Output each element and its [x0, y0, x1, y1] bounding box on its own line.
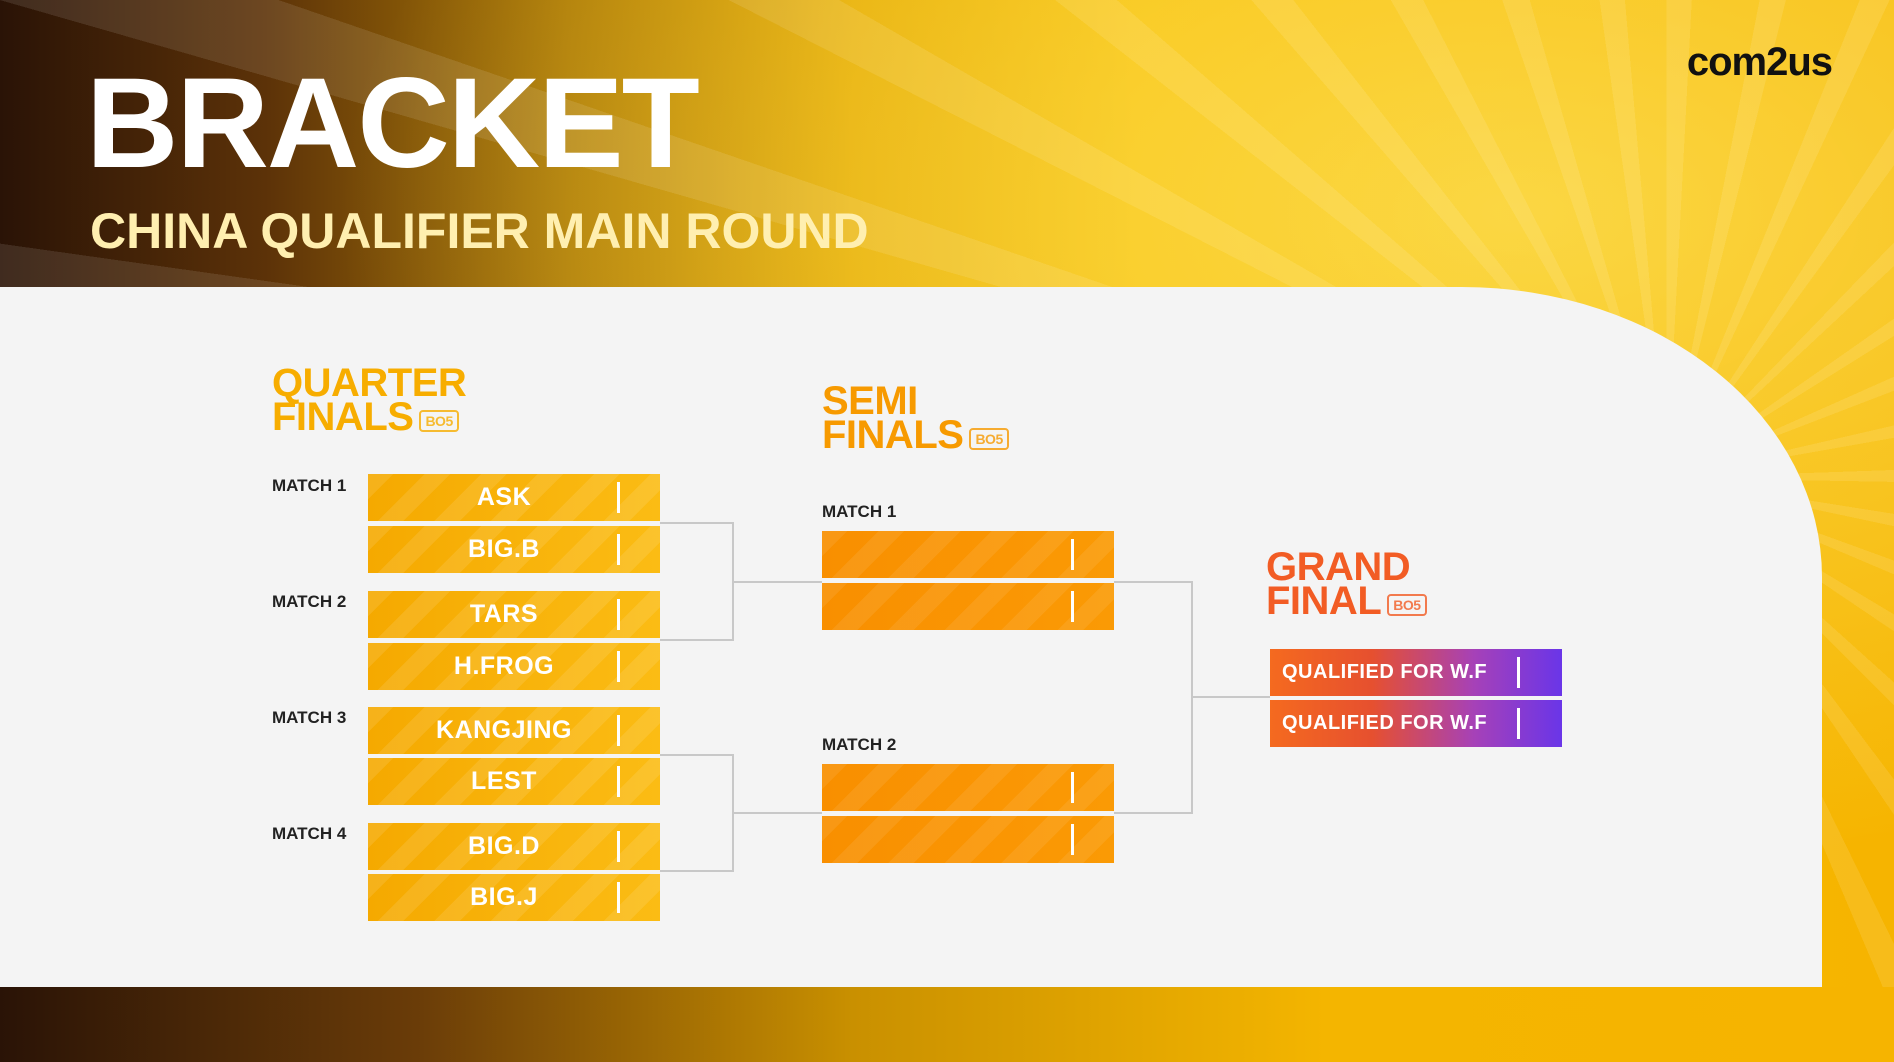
- score-divider: [1071, 539, 1074, 570]
- com2us-logo: com2us: [1686, 40, 1833, 84]
- score-divider: [617, 482, 620, 513]
- score-divider: [1517, 708, 1520, 739]
- score-divider: [1071, 772, 1074, 803]
- qf-match-1-label: MATCH 1: [272, 476, 347, 495]
- team-name: BIG.B: [468, 535, 540, 563]
- qf-match-2-team-2[interactable]: H.FROG: [368, 643, 660, 690]
- qf-match-1-team-1[interactable]: ASK: [368, 474, 660, 521]
- qf-match-4-label: MATCH 4: [272, 824, 347, 843]
- sf-match-2-team-2[interactable]: [822, 816, 1114, 863]
- quarter-finals-format-badge: BO5: [419, 410, 459, 432]
- qf-match-4-team-2[interactable]: BIG.J: [368, 874, 660, 921]
- qf-match-2-label: MATCH 2: [272, 592, 347, 611]
- team-name: QUALIFIED FOR W.F: [1282, 661, 1488, 683]
- score-divider: [617, 715, 620, 746]
- score-divider: [617, 534, 620, 565]
- semi-finals-title-line2: FINALS: [822, 413, 964, 457]
- qf-match-3-team-2[interactable]: LEST: [368, 758, 660, 805]
- qf-match-3-team-1[interactable]: KANGJING: [368, 707, 660, 754]
- score-divider: [1517, 657, 1520, 688]
- connector-qf2: [660, 754, 734, 872]
- team-name: BIG.J: [470, 883, 538, 911]
- score-divider: [617, 599, 620, 630]
- team-name: H.FROG: [453, 652, 555, 680]
- grand-final-title-line1: GRAND: [1266, 545, 1411, 589]
- sf-match-2-label: MATCH 2: [822, 735, 897, 754]
- sf-match-1-label: MATCH 1: [822, 502, 897, 521]
- connector-sf: [1114, 581, 1193, 814]
- sf-match-1-team-2[interactable]: [822, 583, 1114, 630]
- gf-team-1[interactable]: QUALIFIED FOR W.F: [1270, 649, 1562, 696]
- bottom-banner: [0, 987, 1894, 1062]
- connector-qf1: [660, 522, 734, 641]
- semi-finals-format-badge: BO5: [969, 428, 1009, 450]
- qf-match-2-team-1[interactable]: TARS: [368, 591, 660, 638]
- team-name: TARS: [469, 600, 539, 628]
- score-divider: [617, 831, 620, 862]
- score-divider: [617, 882, 620, 913]
- page-title: BRACKET: [86, 52, 700, 195]
- quarter-finals-title-line2: FINALS: [272, 395, 414, 439]
- qf-match-1-team-2[interactable]: BIG.B: [368, 526, 660, 573]
- team-name: BIG.D: [468, 832, 540, 860]
- score-divider: [1071, 591, 1074, 622]
- team-name: ASK: [476, 483, 532, 511]
- quarter-finals-title-line1: QUARTER: [272, 361, 467, 405]
- page-subtitle: CHINA QUALIFIER MAIN ROUND: [90, 203, 869, 259]
- sf-match-1-team-1[interactable]: [822, 531, 1114, 578]
- gf-team-2[interactable]: QUALIFIED FOR W.F: [1270, 700, 1562, 747]
- score-divider: [617, 766, 620, 797]
- bracket-panel: [0, 287, 1822, 987]
- qf-match-3-label: MATCH 3: [272, 708, 347, 727]
- team-name: QUALIFIED FOR W.F: [1282, 712, 1488, 734]
- grand-final-title-line2: FINAL: [1266, 579, 1382, 623]
- grand-final-format-badge: BO5: [1387, 594, 1427, 616]
- semi-finals-title-line1: SEMI: [822, 379, 918, 423]
- qf-match-4-team-1[interactable]: BIG.D: [368, 823, 660, 870]
- score-divider: [617, 651, 620, 682]
- score-divider: [1071, 824, 1074, 855]
- sf-match-2-team-1[interactable]: [822, 764, 1114, 811]
- team-name: LEST: [471, 767, 537, 795]
- team-name: KANGJING: [436, 716, 572, 744]
